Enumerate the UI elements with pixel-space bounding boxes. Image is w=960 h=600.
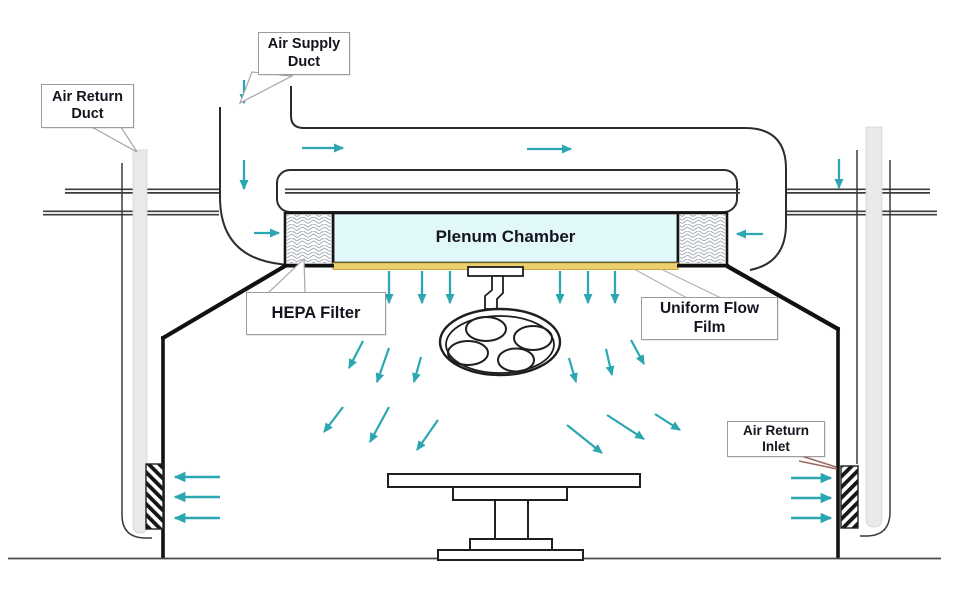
return-inlet-left	[145, 463, 164, 530]
flow-arrow	[323, 406, 344, 433]
flow-arrow	[606, 414, 645, 440]
plenum-chamber-label: Plenum Chamber	[435, 227, 576, 246]
ceiling-rails	[43, 188, 937, 216]
uniform-flow-film-label: Uniform Flow Film	[641, 297, 778, 340]
uniform-flow-film-label-text: Uniform Flow Film	[659, 299, 760, 336]
return-inlet-right	[840, 465, 859, 529]
air-return-inlet-label-line1: Air Return	[742, 423, 809, 439]
flow-arrow	[567, 357, 578, 384]
hepa-filter-label-text: HEPA Filter	[271, 303, 361, 322]
filter-housing	[276, 169, 738, 213]
hepa-filter-label: HEPA Filter	[246, 292, 386, 335]
air-supply-duct-pointer	[238, 71, 295, 105]
flow-arrow	[630, 339, 645, 365]
air-return-duct-label: Air Return Duct	[41, 84, 134, 128]
flow-arrow	[375, 347, 391, 384]
flow-arrow	[369, 406, 390, 443]
air-return-inlet-label-line2: Inlet	[762, 439, 790, 454]
ceiling-rail-center	[285, 188, 740, 194]
air-return-duct-pointer	[89, 125, 138, 153]
air-supply-duct-label-line2: Duct	[287, 53, 321, 70]
flow-arrow	[412, 356, 423, 384]
air-supply-duct-outline	[219, 86, 787, 271]
hepa-filter-right	[676, 211, 729, 267]
air-supply-duct-label: Air Supply Duct	[258, 32, 350, 75]
air-supply-duct-label-line1: Air Supply	[267, 36, 341, 53]
flow-arrow	[654, 413, 681, 431]
air-return-inlet-label: Air Return Inlet	[727, 421, 825, 457]
airflow-arrows	[173, 80, 844, 524]
hepa-filter-left	[283, 211, 335, 267]
air-return-duct-label-line2: Duct	[71, 106, 104, 122]
air-return-duct-label-line1: Air Return	[52, 88, 123, 105]
air-return-duct-right	[856, 126, 891, 537]
uniform-flow-film-pointer	[633, 268, 722, 299]
surgical-light	[438, 266, 562, 377]
callout-tails	[89, 71, 838, 470]
operating-table	[387, 473, 641, 561]
flow-arrow	[416, 419, 439, 451]
flow-arrow	[604, 348, 615, 377]
flow-arrow	[348, 340, 364, 369]
flow-arrow	[566, 424, 603, 454]
